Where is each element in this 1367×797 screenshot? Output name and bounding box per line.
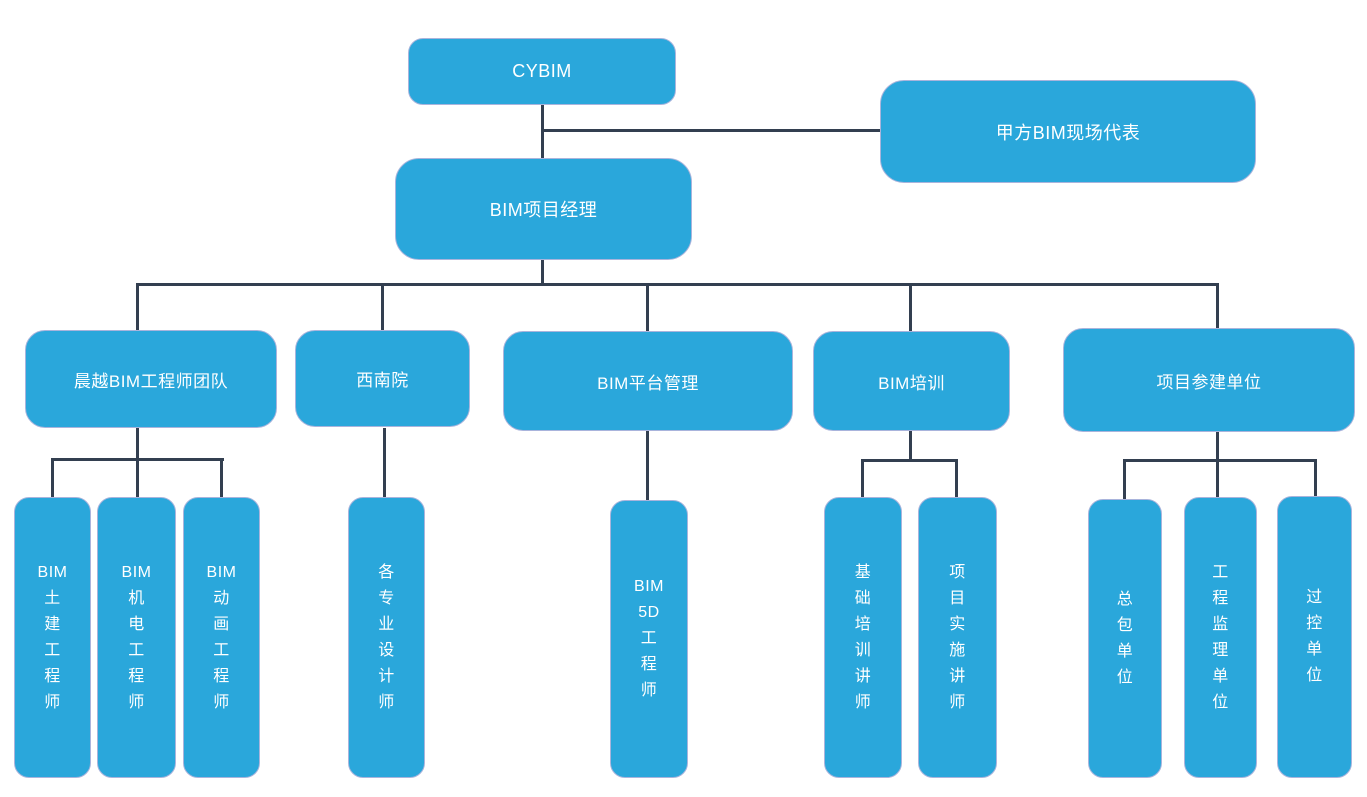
node-bim-project-manager: BIM项目经理 [395,158,692,260]
node-leaf-project-implementation-lecturer: 项 目 实 施 讲 师 [918,497,997,778]
connector-branch3-stem [646,431,649,500]
node-branch-southwest-institute: 西南院 [295,330,470,427]
connector-branch4-drop-left [861,461,864,498]
connector-branch1-hbar [51,458,224,461]
connector-trunk [136,283,1219,286]
node-leaf-process-control-unit: 过 控 单 位 [1277,496,1352,778]
connector-drop-branch-5 [1216,285,1219,329]
connector-branch5-drop-left [1123,461,1126,499]
connector-root-to-stakeholder [542,129,880,132]
node-leaf-bim-mep-engineer: BIM 机 电 工 程 师 [97,497,176,778]
connector-drop-branch-2 [381,285,384,332]
node-client-bim-site-representative: 甲方BIM现场代表 [880,80,1256,183]
node-leaf-engineering-supervision-unit: 工 程 监 理 单 位 [1184,497,1257,778]
connector-branch2-stem [383,428,386,498]
node-leaf-basic-training-lecturer: 基 础 培 训 讲 师 [824,497,902,778]
connector-branch5-stem [1216,431,1219,497]
node-branch-project-participating-units: 项目参建单位 [1063,328,1355,432]
connector-branch5-hbar [1123,459,1317,462]
node-leaf-bim-animation-engineer: BIM 动 画 工 程 师 [183,497,260,778]
connector-drop-branch-4 [909,285,912,332]
connector-branch4-stem [909,431,912,462]
node-branch-bim-platform-management: BIM平台管理 [503,331,793,431]
node-cybim: CYBIM [408,38,676,105]
node-branch-bim-training: BIM培训 [813,331,1010,431]
node-branch-chenyue-bim-engineer-team: 晨越BIM工程师团队 [25,330,277,428]
connector-branch1-drop-left [51,460,54,498]
node-leaf-general-contractor-unit: 总 包 单 位 [1088,499,1162,778]
connector-drop-branch-1 [136,285,139,331]
connector-drop-branch-3 [646,285,649,332]
connector-manager-to-trunk [541,258,544,285]
node-leaf-discipline-designers: 各 专 业 设 计 师 [348,497,425,778]
node-leaf-bim-civil-engineer: BIM 土 建 工 程 师 [14,497,91,778]
connector-branch4-drop-right [955,461,958,498]
node-leaf-bim-5d-engineer: BIM 5D 工 程 师 [610,500,688,778]
connector-branch5-drop-right [1314,461,1317,497]
connector-branch1-drop-right [220,460,223,498]
connector-branch1-stem [136,428,139,498]
connector-branch4-hbar [861,459,958,462]
